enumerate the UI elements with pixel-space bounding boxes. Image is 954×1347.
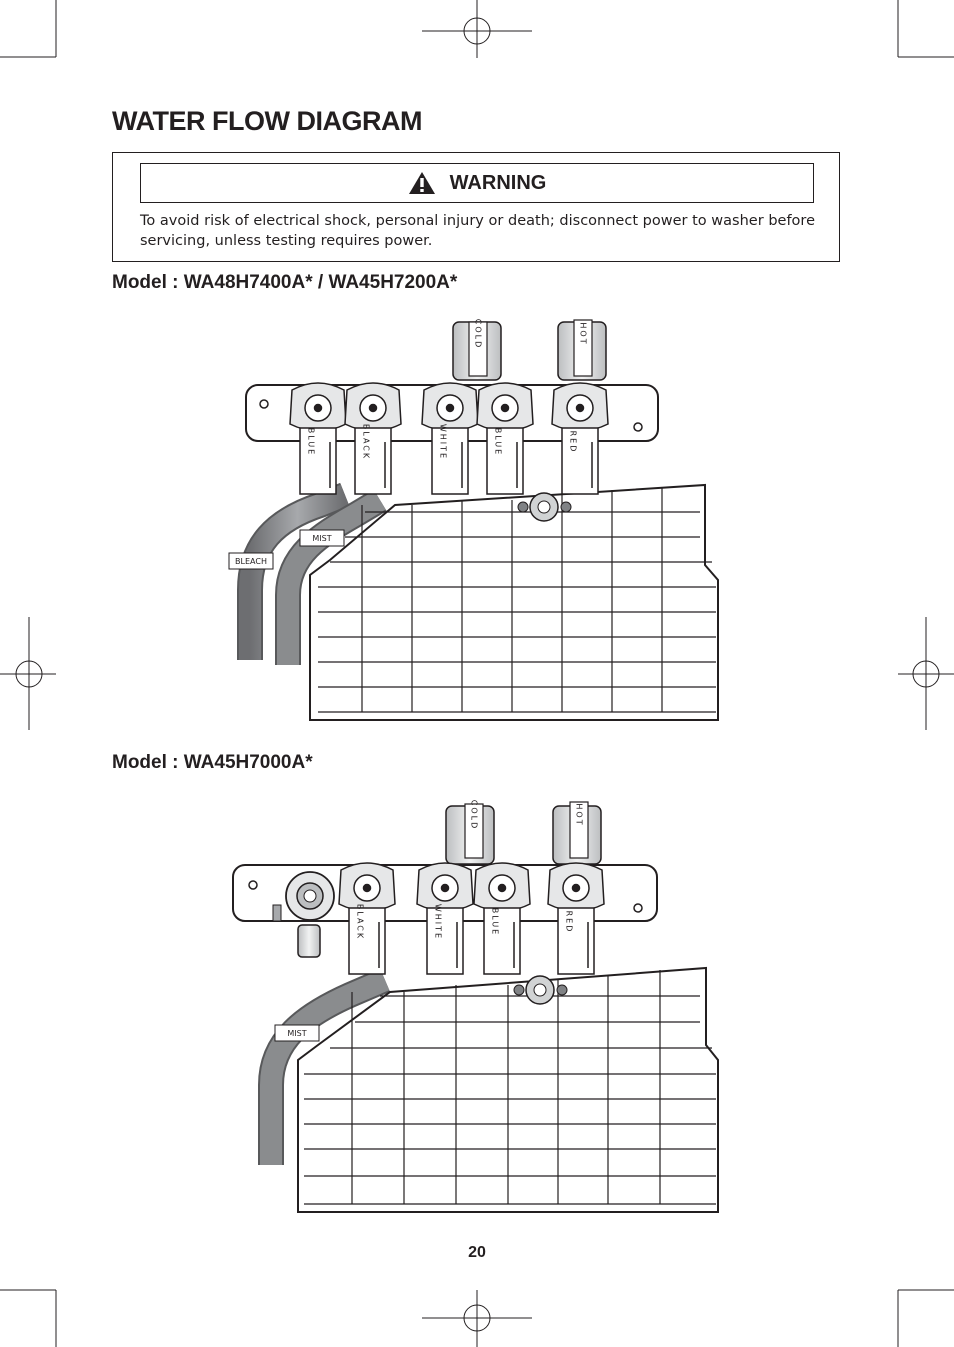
page-title: WATER FLOW DIAGRAM [112,106,422,136]
d2-wire-label-3: BLUE [491,908,500,936]
warning-triangle-icon [408,172,435,194]
d1-valve-3: WHITE [421,382,479,495]
model-title-2: Model : WA45H7000A* [112,752,313,773]
d1-hot-label: HOT [579,322,588,345]
d1-bleach-label: BLEACH [235,557,267,566]
d2-valve-3: BLUE [473,862,531,975]
warning-header: WARNING [140,163,814,203]
d1-valve-5: RED [551,382,609,495]
d2-valve-2: WHITE [416,862,474,975]
d1-wire-label-4: BLUE [494,428,503,456]
d1-cold-label: COLD [474,319,483,350]
d2-wire-label-4: RED [565,911,574,934]
d2-valve-1: BLACK [338,862,396,975]
d2-mist-label: MIST [287,1029,306,1038]
warning-box: WARNING To avoid risk of electrical shoc… [112,152,840,262]
d1-wire-label-2: BLACK [362,424,371,460]
d2-wire-label-2: WHITE [434,904,443,940]
d2-wire-label-1: BLACK [356,904,365,940]
d1-valve-2: BLACK [344,382,402,495]
d1-valve-1: BLUE [289,382,347,495]
warning-text: To avoid risk of electrical shock, perso… [140,213,815,249]
warning-label: WARNING [449,171,547,194]
d2-cold-label: COLD [470,800,479,831]
d2-hot-label: HOT [575,803,584,826]
d1-wire-label-1: BLUE [307,428,316,456]
d1-wire-label-3: WHITE [439,424,448,460]
model-title-1: Model : WA48H7400A* / WA45H7200A* [112,272,458,293]
d1-valve-4: BLUE [476,382,534,495]
d2-valve-4: RED [547,862,605,975]
page-number: 20 [468,1244,486,1261]
d1-mist-label: MIST [312,534,331,543]
d1-wire-label-5: RED [569,431,578,454]
